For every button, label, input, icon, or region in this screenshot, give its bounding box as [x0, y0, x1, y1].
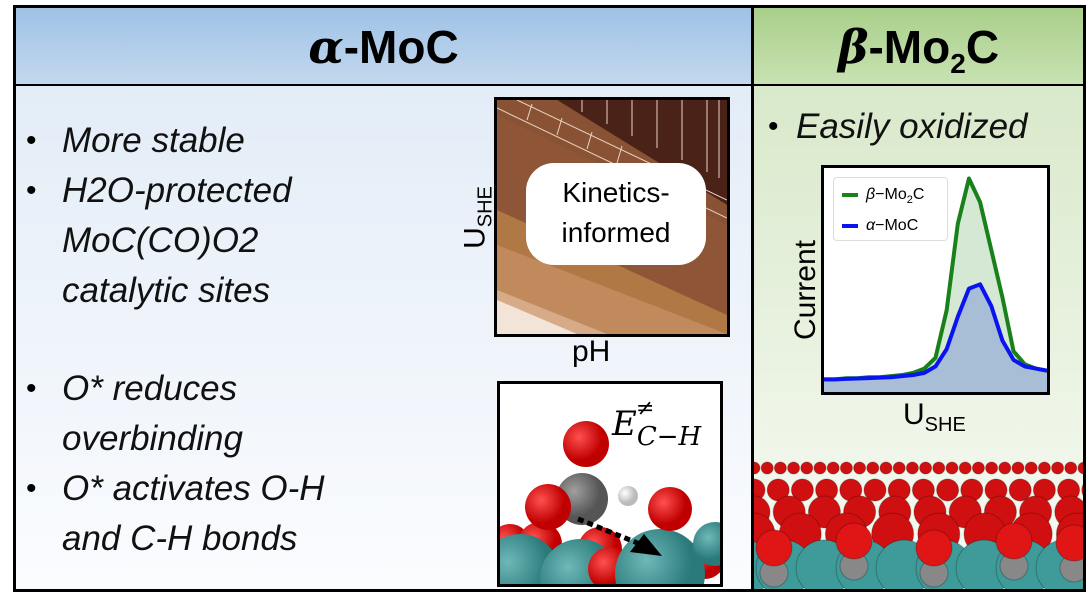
oxygen-atom — [863, 478, 887, 502]
oxygen-atom — [985, 461, 999, 475]
bullet-more-stable: More stable — [62, 121, 245, 160]
phase-regions — [497, 100, 727, 334]
graphical-abstract: α-MoC β-Mo2C • More stable • H2O-protect… — [13, 5, 1086, 592]
chart-legend: β−Mo2C α−MoC — [833, 177, 948, 241]
oxygen-atom — [936, 478, 960, 502]
oxygen-atom — [1037, 461, 1051, 475]
bullet-icon: • — [768, 110, 779, 143]
oxygen-atom — [1081, 483, 1083, 497]
chart-plot — [824, 176, 1047, 392]
series-area-1 — [824, 284, 1047, 392]
legend-text: C — [912, 186, 925, 203]
oxygen-atom — [754, 478, 766, 502]
oxygen-atom — [1051, 461, 1065, 475]
oxygen-atom — [995, 522, 1033, 560]
title-text: -Mo — [868, 21, 951, 73]
oxygen-atom — [800, 461, 814, 475]
oxygen-atom — [773, 461, 787, 475]
bullet-line: O* reduces — [62, 369, 238, 408]
chart-xlabel: USHE — [903, 398, 966, 437]
oxygen-atom — [754, 461, 761, 475]
oxygen-atom — [971, 461, 985, 475]
oxygen-atom — [1008, 478, 1032, 502]
beta-mo2c-title: β-Mo2C — [754, 8, 1083, 86]
oxygen-atom — [813, 461, 827, 475]
kinetics-informed-label: Kinetics-informed — [526, 163, 706, 265]
label-line: informed — [561, 217, 671, 248]
oxygen-atom — [839, 461, 853, 475]
oxygen-atom — [915, 529, 953, 567]
title-text: -MoC — [343, 21, 459, 73]
legend-swatch — [842, 192, 858, 197]
bullet-icon: • — [26, 472, 37, 505]
legend-greek: β — [866, 186, 876, 203]
oxygen-atom — [853, 461, 867, 475]
bullet-line: catalytic sites — [62, 271, 271, 310]
oxygen-atom — [1011, 461, 1025, 475]
barrier-label: E≠C−H — [612, 396, 702, 452]
oxygen-atom — [1077, 461, 1083, 475]
legend-greek: α — [866, 217, 876, 235]
mo2c-surface-model — [754, 461, 1083, 589]
bullet-line: H2O-protected — [62, 171, 292, 210]
oxygen-atom — [958, 461, 972, 475]
legend-swatch — [842, 223, 858, 228]
oxygen-atom — [998, 461, 1012, 475]
series-line-1 — [824, 282, 1047, 382]
legend-text: −MoC — [875, 217, 919, 235]
oxygen-atom — [835, 522, 873, 560]
panel-divider — [751, 8, 754, 589]
pourbaix-diagram: Kinetics-informed — [494, 97, 730, 337]
bullet-o-reduces: O* reduces overbinding — [62, 364, 243, 464]
bullet-icon: • — [26, 174, 37, 207]
bullet-easily-oxidized: Easily oxidized — [796, 107, 1028, 146]
alpha-moc-title: α-MoC — [16, 8, 751, 86]
oxygen-atom — [760, 461, 774, 475]
title-subscript: 2 — [950, 48, 966, 80]
legend-item-alpha: α−MoC — [842, 213, 947, 239]
legend-item-beta: β−Mo2C — [842, 182, 947, 213]
label-main: E — [612, 404, 637, 444]
label-sup: ≠ — [636, 396, 655, 421]
atomic-structure — [500, 421, 720, 584]
title-text: C — [965, 21, 1000, 73]
bullet-line: MoC(CO)O2 — [62, 221, 259, 260]
legend-text: −Mo — [875, 186, 907, 203]
oxygen-atom — [879, 461, 893, 475]
oxygen-atom — [787, 461, 801, 475]
chart-ylabel: Current — [789, 239, 822, 341]
oxygen-atom — [1064, 461, 1078, 475]
alpha-symbol: α — [308, 20, 344, 74]
label-main: U — [903, 398, 925, 431]
bullet-line: overbinding — [62, 419, 243, 458]
oxygen-atom — [790, 478, 814, 502]
beta-symbol: β — [837, 20, 869, 74]
oxygen-atom — [932, 461, 946, 475]
oxygen-atom — [1055, 524, 1083, 562]
legend-sub: 2 — [906, 194, 913, 207]
bullet-icon: • — [26, 124, 37, 157]
label-sub: SHE — [924, 414, 966, 436]
label-main: U — [458, 227, 492, 249]
oxygen-atom — [1024, 461, 1038, 475]
oxidation-current-chart: β−Mo2C α−MoC — [821, 165, 1050, 395]
oxygen-atom — [905, 461, 919, 475]
oxygen-atom — [826, 461, 840, 475]
label-line: Kinetics- — [562, 177, 670, 208]
oxygen-atom — [945, 461, 959, 475]
oxygen-atom — [755, 529, 793, 567]
co-adsorbate-model: E≠C−H — [497, 381, 723, 587]
bullet-icon: • — [26, 372, 37, 405]
label-sub: C−H — [636, 422, 702, 452]
oxygen-atom — [892, 461, 906, 475]
bullet-line: O* activates O-H — [62, 469, 325, 508]
oxygen-atom — [919, 461, 933, 475]
oxygen-atom — [866, 461, 880, 475]
bullet-o-activates: O* activates O-H and C-H bonds — [62, 464, 325, 564]
bullet-line: and C-H bonds — [62, 519, 298, 558]
phase-xlabel: pH — [572, 335, 611, 368]
phase-ylabel: USHE — [459, 168, 498, 268]
